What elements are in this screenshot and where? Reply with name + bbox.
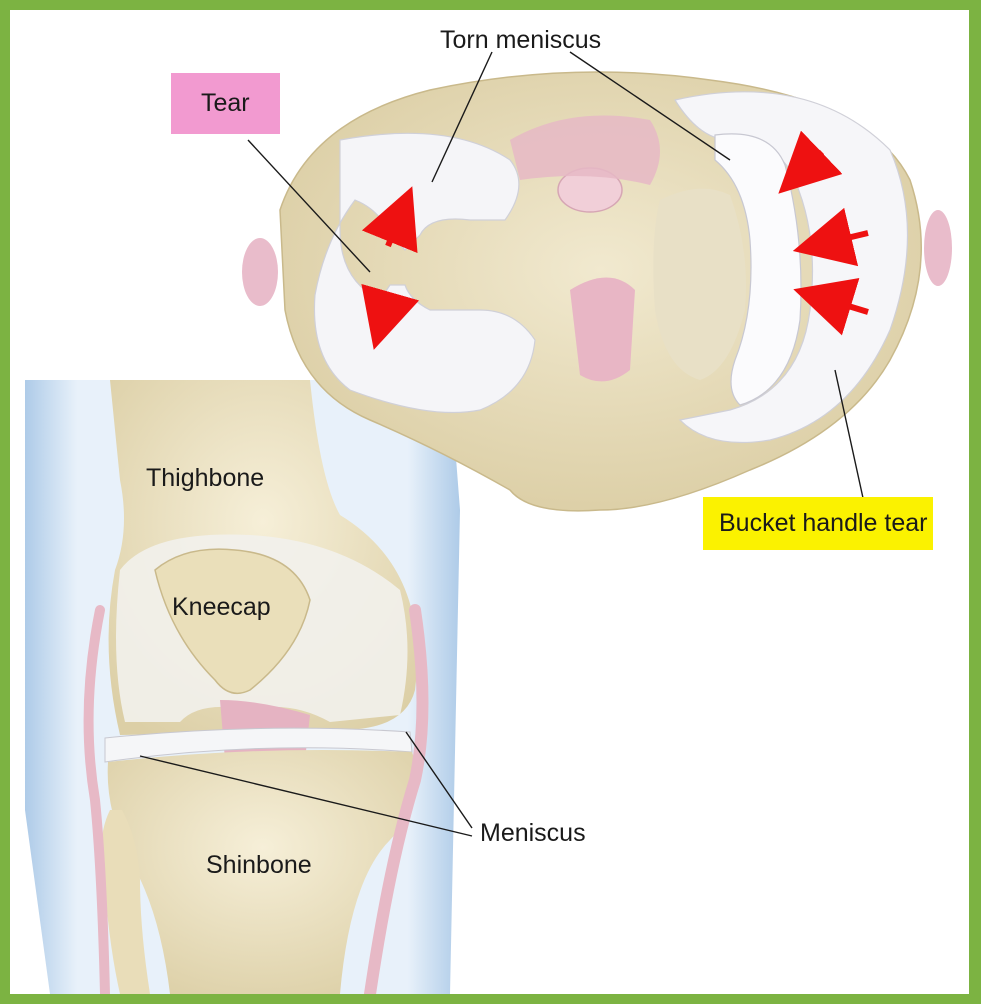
- pcl-stump: [570, 278, 635, 382]
- label-thighbone: Thighbone: [146, 466, 264, 491]
- label-torn-meniscus: Torn meniscus: [440, 28, 601, 53]
- right-ligament-stump: [924, 210, 952, 286]
- label-kneecap: Kneecap: [172, 595, 271, 620]
- label-bucket-handle-tear: Bucket handle tear: [703, 497, 933, 550]
- label-tear: Tear: [171, 73, 280, 134]
- left-ligament-stump: [242, 238, 278, 306]
- diagram-canvas: Torn meniscus Tear Bucket handle tear Th…: [10, 10, 969, 994]
- label-meniscus: Meniscus: [480, 821, 586, 846]
- label-shinbone: Shinbone: [206, 853, 312, 878]
